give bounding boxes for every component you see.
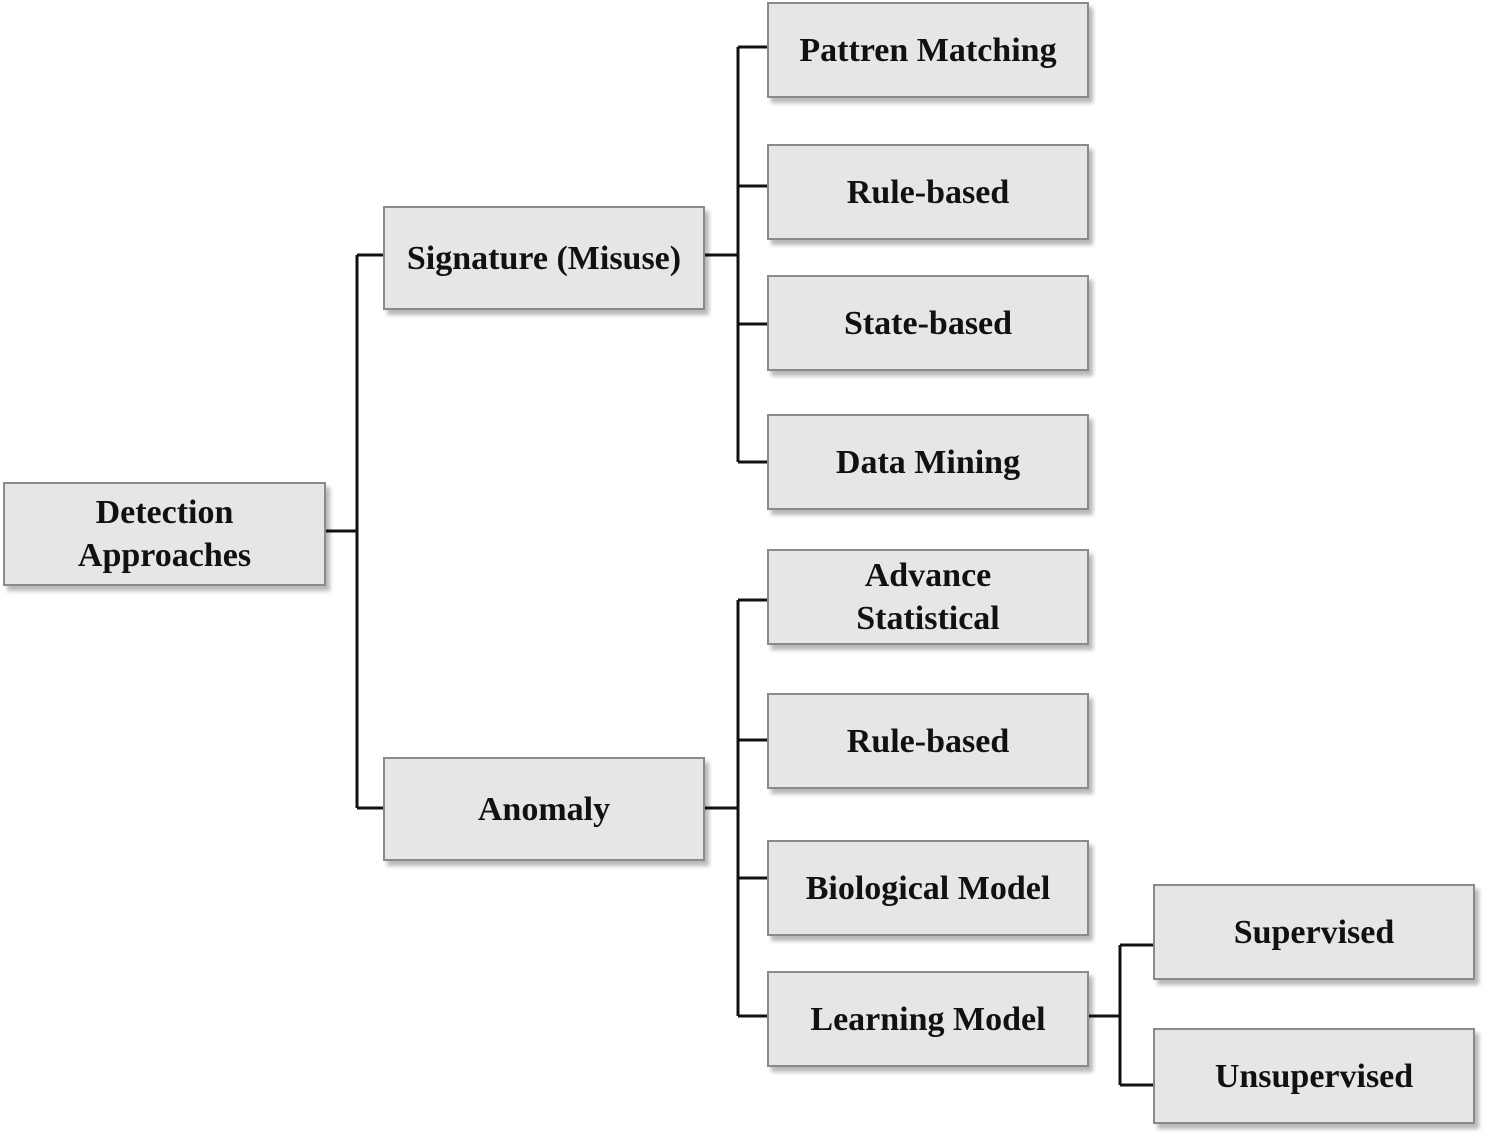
node-label: Unsupervised xyxy=(1214,1057,1414,1095)
node-anomaly: Anomaly xyxy=(383,757,705,861)
node-state-based: State-based xyxy=(767,275,1089,371)
connector-anomaly xyxy=(705,598,767,1018)
node-label: Learning Model xyxy=(810,1000,1046,1038)
node-pattren-matching: Pattren Matching xyxy=(767,2,1089,98)
node-label: Biological Model xyxy=(805,869,1051,907)
node-unsupervised: Unsupervised xyxy=(1153,1028,1475,1124)
node-label: Rule-based xyxy=(846,173,1010,211)
node-label-line: Detection xyxy=(95,494,234,531)
node-detection-approaches: Detection Approaches xyxy=(3,482,326,586)
node-label-line: Statistical xyxy=(856,600,1000,637)
node-rule-based-anomaly: Rule-based xyxy=(767,693,1089,789)
node-label: State-based xyxy=(843,304,1013,342)
connector-learning xyxy=(1089,943,1153,1087)
node-advance-statistical: Advance Statistical xyxy=(767,549,1089,645)
node-signature-misuse: Signature (Misuse) xyxy=(383,206,705,310)
node-label: Rule-based xyxy=(846,722,1010,760)
node-supervised: Supervised xyxy=(1153,884,1475,980)
connector-root xyxy=(326,253,383,810)
node-label: Data Mining xyxy=(835,443,1021,481)
node-data-mining: Data Mining xyxy=(767,414,1089,510)
node-label: Signature (Misuse) xyxy=(406,239,682,277)
connector-signature xyxy=(705,45,767,464)
node-biological-model: Biological Model xyxy=(767,840,1089,936)
node-learning-model: Learning Model xyxy=(767,971,1089,1067)
node-label-line: Approaches xyxy=(77,537,252,574)
node-label: Pattren Matching xyxy=(799,31,1057,69)
node-label: Supervised xyxy=(1233,913,1395,951)
node-label: Anomaly xyxy=(477,790,611,828)
node-label-line: Advance xyxy=(864,557,992,594)
node-rule-based-signature: Rule-based xyxy=(767,144,1089,240)
